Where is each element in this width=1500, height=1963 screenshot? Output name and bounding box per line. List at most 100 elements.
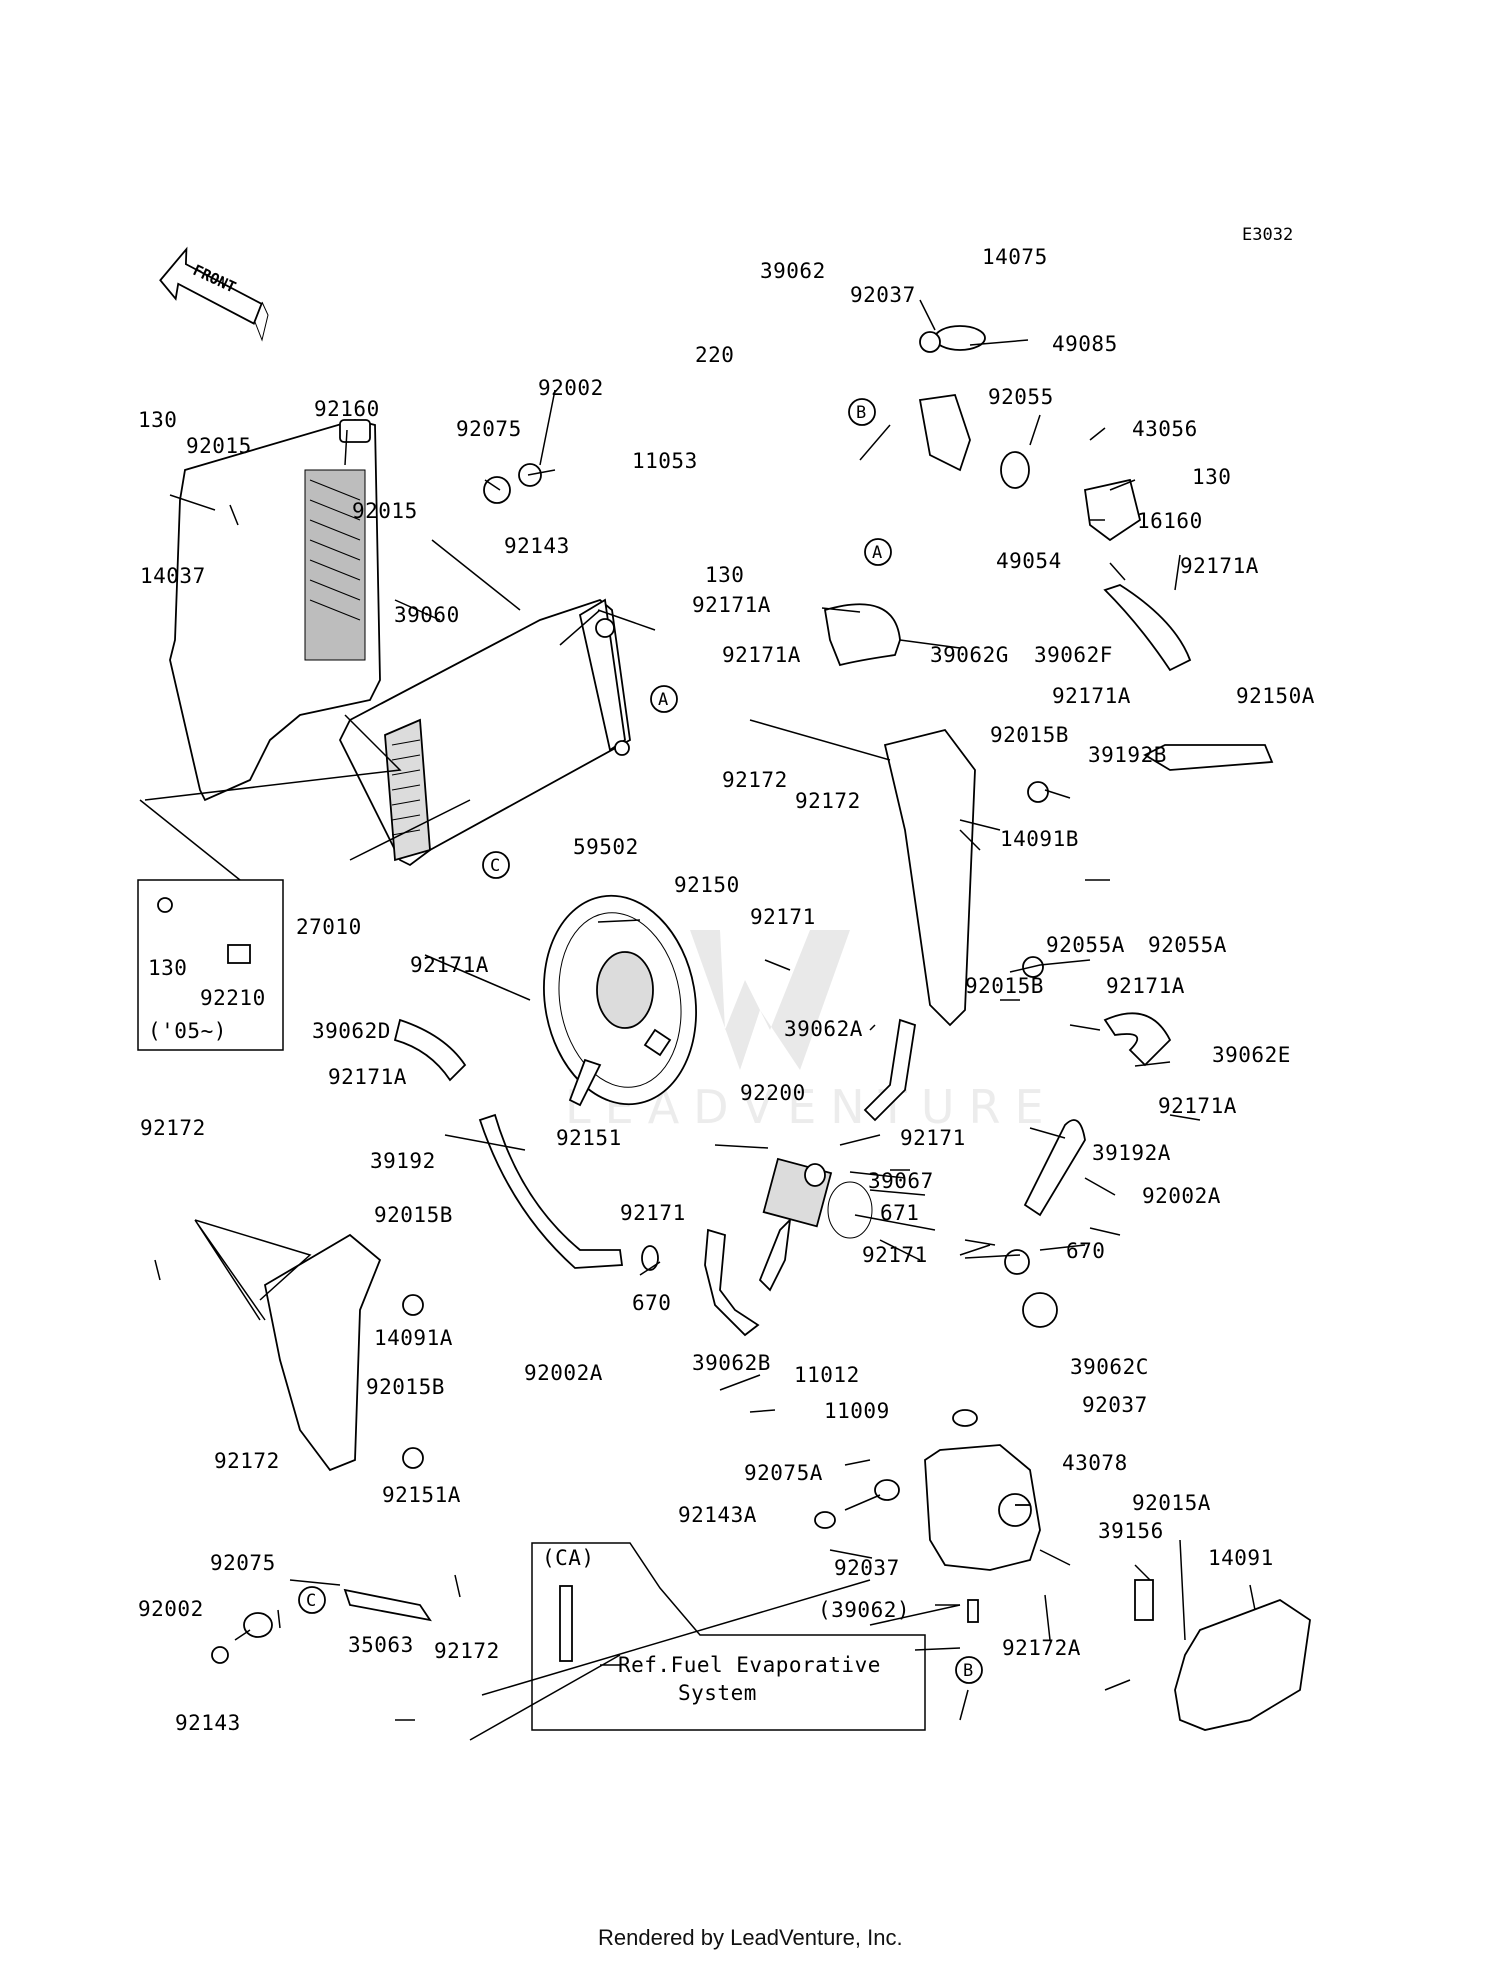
label-671: 671 [880, 1201, 919, 1225]
label-92160: 92160 [314, 397, 380, 421]
label-92151A: 92151A [382, 1483, 461, 1507]
label-92172-d: 92172 [214, 1449, 280, 1473]
label-92015-a: 92015 [186, 434, 252, 458]
label-11009: 11009 [824, 1399, 890, 1423]
label-92037-b: 92037 [1082, 1393, 1148, 1417]
shroud-14091A [263, 1233, 382, 1472]
label-92143A: 92143A [678, 1503, 757, 1527]
label-49085: 49085 [1052, 332, 1118, 356]
label-14037: 14037 [140, 564, 206, 588]
shroud-14091B [883, 728, 976, 1027]
label-43056: 43056 [1132, 417, 1198, 441]
box-05: 130 92210 ('05~) [137, 879, 284, 1051]
label-39062A: 39062A [784, 1017, 863, 1041]
label-92171A-a: 92171A [1180, 554, 1259, 578]
label-59502: 59502 [573, 835, 639, 859]
label-92075-a: 92075 [456, 417, 522, 441]
label-39062-a: 39062 [760, 259, 826, 283]
marker-a-upper: A [872, 543, 882, 563]
label-92015-b: 92015 [352, 499, 418, 523]
label-92171A-e: 92171A [410, 953, 489, 977]
label-11012: 11012 [794, 1363, 860, 1387]
label-39060: 39060 [394, 603, 460, 627]
label-92172-b: 92172 [795, 789, 861, 813]
label-92075A: 92075A [744, 1461, 823, 1485]
label-39062E: 39062E [1212, 1043, 1291, 1067]
label-92002-a: 92002 [538, 376, 604, 400]
label-92171A-f: 92171A [1106, 974, 1185, 998]
label-39156: 39156 [1098, 1519, 1164, 1543]
label-92171A-c: 92171A [722, 643, 801, 667]
label-39067: 39067 [868, 1169, 934, 1193]
marker-a-lower: A [658, 690, 668, 710]
label-92151: 92151 [556, 1126, 622, 1150]
leader-lines [139, 299, 1256, 1741]
label-92171A-g: 92171A [328, 1065, 407, 1089]
cover-14091 [1174, 1598, 1311, 1731]
label-39062F: 39062F [1034, 643, 1113, 667]
label-92002A-a: 92002A [1142, 1184, 1221, 1208]
label-92172A: 92172A [1002, 1636, 1081, 1660]
ca-ref-line1: Ref.Fuel Evaporative [618, 1653, 881, 1677]
label-92143-a: 92143 [504, 534, 570, 558]
label-92171-a: 92171 [750, 905, 816, 929]
thermostat-housing [918, 325, 1142, 542]
label-92171-c: 92171 [620, 1201, 686, 1225]
label-43078: 43078 [1062, 1451, 1128, 1475]
marker-b-bottom: B [963, 1661, 973, 1681]
label-14075: 14075 [982, 245, 1048, 269]
label-220: 220 [695, 343, 734, 367]
label-92172-e: 92172 [434, 1639, 500, 1663]
marker-b-top: B [856, 403, 866, 423]
label-49054: 49054 [996, 549, 1062, 573]
label-39062C: 39062C [1070, 1355, 1149, 1379]
label-92200: 92200 [740, 1081, 806, 1105]
label-92171A-d: 92171A [1052, 684, 1131, 708]
label-92002-b: 92002 [138, 1597, 204, 1621]
cooling-fan [543, 894, 697, 1107]
label-92002A-b: 92002A [524, 1361, 603, 1385]
ca-ref-line2: System [678, 1681, 757, 1705]
label-92055: 92055 [988, 385, 1054, 409]
label-35063: 35063 [348, 1633, 414, 1657]
label-670-a: 670 [1066, 1239, 1105, 1263]
label-39062B: 39062B [692, 1351, 771, 1375]
label-39192: 39192 [370, 1149, 436, 1173]
radiator-screen [169, 419, 381, 802]
label-92037-c: 92037 [834, 1556, 900, 1580]
label-92171-b: 92171 [900, 1126, 966, 1150]
label-92015A: 92015A [1132, 1491, 1211, 1515]
radiator [338, 598, 631, 867]
label-14091B: 14091B [1000, 827, 1079, 851]
box-05-year: ('05~) [148, 1019, 227, 1043]
part-labels: 130 92015 92160 92075 92002 14037 92015 … [138, 245, 1314, 1735]
box-05-label-92210: 92210 [200, 986, 266, 1010]
label-14091: 14091 [1208, 1546, 1274, 1570]
label-11053: 11053 [632, 449, 698, 473]
label-14091A: 14091A [374, 1326, 453, 1350]
label-39192A: 39192A [1092, 1141, 1171, 1165]
circle-markers: B A A C C B [298, 398, 983, 1684]
label-92037-a: 92037 [850, 283, 916, 307]
label-92171A-b: 92171A [692, 593, 771, 617]
label-39062G: 39062G [930, 643, 1009, 667]
label-92015B-d: 92015B [366, 1375, 445, 1399]
marker-c-bracket: C [306, 1591, 316, 1611]
front-arrow: FRONT [159, 246, 269, 342]
footer-credit: Rendered by LeadVenture, Inc. [598, 1925, 903, 1950]
diagram-code: E3032 [1242, 225, 1293, 245]
ca-tag: (CA) [542, 1546, 595, 1570]
label-39062D: 39062D [312, 1019, 391, 1043]
label-92171A-h: 92171A [1158, 1094, 1237, 1118]
label-92015B-a: 92015B [990, 723, 1069, 747]
ca-box: (CA) Ref.Fuel Evaporative System [531, 1542, 926, 1731]
label-27010: 27010 [296, 915, 362, 939]
label-92015B-b: 92015B [965, 974, 1044, 998]
reservoir-tank [924, 1444, 1041, 1571]
label-92075-b: 92075 [210, 1551, 276, 1575]
label-92171-d: 92171 [862, 1243, 928, 1267]
label-130-b: 130 [1192, 465, 1231, 489]
label-670-b: 670 [632, 1291, 671, 1315]
label-92172-c: 92172 [140, 1116, 206, 1140]
